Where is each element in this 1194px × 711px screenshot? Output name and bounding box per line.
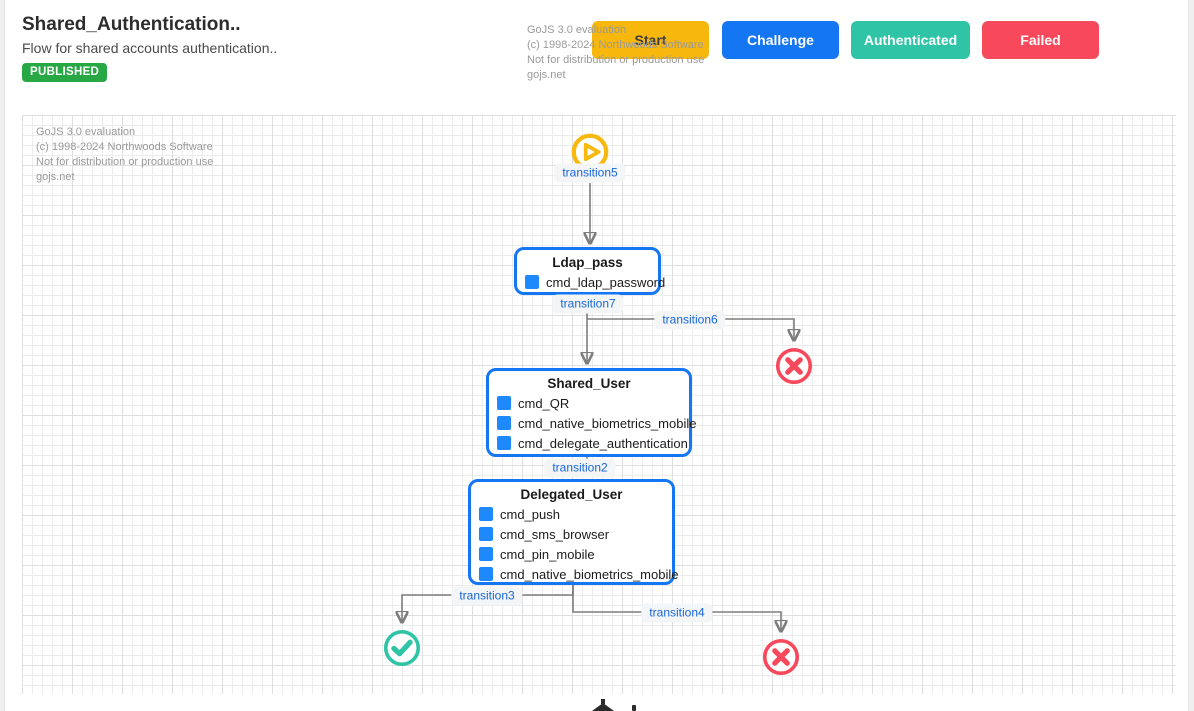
node-delegated-user[interactable]: Delegated_User cmd_push cmd_sms_browser … xyxy=(468,479,678,585)
command-square-icon xyxy=(479,527,493,541)
command-square-icon xyxy=(525,275,539,289)
fail-node-x-icon[interactable] xyxy=(760,636,802,678)
node-command-item[interactable]: cmd_push xyxy=(471,504,672,524)
command-square-icon xyxy=(497,416,511,430)
node-command-item[interactable]: cmd_ldap_password xyxy=(517,272,665,292)
fail-node-x-icon[interactable] xyxy=(773,345,815,387)
transition6-label[interactable]: transition6 xyxy=(654,310,726,330)
command-square-icon xyxy=(479,567,493,581)
page-title: Shared_Authentication.. xyxy=(22,14,241,35)
node-ldap-pass[interactable]: Ldap_pass cmd_ldap_password xyxy=(514,247,665,295)
watermark-line: Not for distribution or production use xyxy=(36,156,214,168)
command-square-icon xyxy=(497,436,511,450)
node-command-item[interactable]: cmd_QR xyxy=(489,393,689,413)
start-button[interactable]: Start xyxy=(592,21,709,59)
node-title: Delegated_User xyxy=(520,487,623,502)
command-square-icon xyxy=(479,547,493,561)
node-command-item[interactable]: cmd_native_biometrics_mobile xyxy=(489,413,696,433)
node-command-item[interactable]: cmd_delegate_authentication xyxy=(489,433,689,453)
success-node-check-icon[interactable] xyxy=(381,627,423,669)
viewport-left-gutter xyxy=(0,0,5,711)
watermark-line: GoJS 3.0 evaluation xyxy=(36,126,136,138)
diagram-canvas[interactable]: GoJS 3.0 evaluation (c) 1998-2024 Northw… xyxy=(22,115,1176,694)
transition7-label[interactable]: transition7 xyxy=(552,294,624,314)
failed-button[interactable]: Failed xyxy=(982,21,1099,59)
command-square-icon xyxy=(497,396,511,410)
node-title: Shared_User xyxy=(547,376,631,391)
clipped-glyph xyxy=(601,699,605,704)
node-command-item[interactable]: cmd_native_biometrics_mobile xyxy=(471,564,678,584)
command-square-icon xyxy=(479,507,493,521)
transition3-label[interactable]: transition3 xyxy=(451,586,523,606)
transition4-label[interactable]: transition4 xyxy=(641,603,713,623)
transition5-label[interactable]: transition5 xyxy=(554,163,626,183)
watermark-line: gojs.net xyxy=(36,171,75,183)
clipped-glyph xyxy=(632,705,636,711)
header: Shared_Authentication.. Flow for shared … xyxy=(0,0,1194,96)
node-shared-user[interactable]: Shared_User cmd_QR cmd_native_biometrics… xyxy=(486,368,696,457)
transition2-label[interactable]: transition2 xyxy=(544,458,616,478)
status-badge: PUBLISHED xyxy=(22,63,108,82)
gojs-watermark-canvas: GoJS 3.0 evaluation (c) 1998-2024 Northw… xyxy=(36,125,213,185)
node-command-item[interactable]: cmd_sms_browser xyxy=(471,524,672,544)
clipped-glyph xyxy=(592,703,614,711)
node-command-item[interactable]: cmd_pin_mobile xyxy=(471,544,672,564)
page-subtitle: Flow for shared accounts authentication.… xyxy=(22,40,278,56)
scrollbar-track[interactable] xyxy=(1188,0,1194,711)
challenge-button[interactable]: Challenge xyxy=(722,21,839,59)
watermark-line: gojs.net xyxy=(527,69,566,81)
watermark-line: (c) 1998-2024 Northwoods Software xyxy=(36,141,213,153)
authenticated-button[interactable]: Authenticated xyxy=(851,21,970,59)
node-title: Ldap_pass xyxy=(552,255,623,270)
start-node-play-icon[interactable] xyxy=(569,131,611,173)
